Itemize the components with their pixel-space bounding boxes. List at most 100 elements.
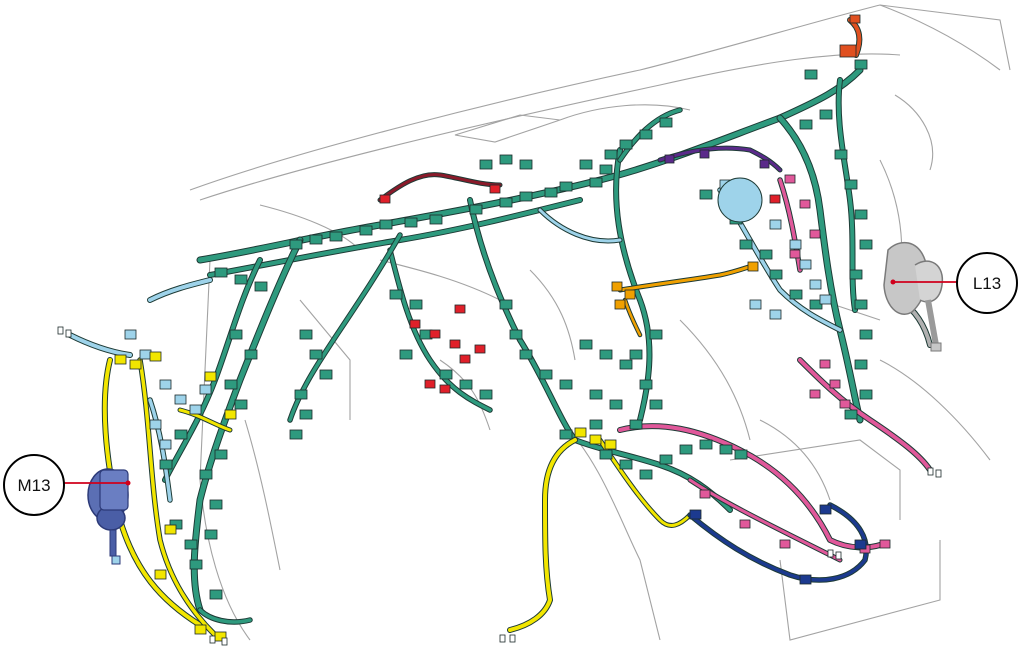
- connector-red: [459, 354, 471, 364]
- connector-yellow: [154, 569, 167, 580]
- orange-wire: [618, 263, 757, 292]
- connector-green: [799, 119, 813, 130]
- left-end-wire: [198, 608, 252, 624]
- connector-yellow: [129, 359, 142, 370]
- connector-green: [399, 349, 413, 360]
- connector-green: [469, 204, 483, 215]
- connector-yellow: [574, 427, 587, 438]
- connector-green: [379, 219, 393, 230]
- connector-navy: [689, 509, 702, 520]
- center-left-drop-wire-outline: [467, 197, 578, 443]
- wire-end-tab: [499, 634, 506, 643]
- connector-green: [519, 349, 533, 360]
- callout-group: M13 L13: [3, 252, 1018, 516]
- callout-label-m13: M13: [17, 476, 50, 495]
- connector-green: [804, 69, 818, 80]
- connector-green: [299, 409, 313, 420]
- connector-green: [404, 217, 418, 228]
- connector-green: [234, 399, 248, 410]
- connector-green: [309, 234, 323, 245]
- light-blue-wire: [148, 278, 212, 302]
- wire-end-tab: [221, 637, 228, 646]
- connector-light-blue: [174, 394, 187, 405]
- connector-pink: [879, 539, 891, 549]
- connector-red: [409, 319, 421, 329]
- callout-l13: L13: [890, 252, 1018, 314]
- connector-green: [649, 329, 663, 340]
- connector-green: [589, 389, 603, 400]
- yellow-wire-center-2: [598, 438, 692, 527]
- light-blue-wire-center: [538, 208, 622, 243]
- connector-green: [659, 117, 673, 128]
- wire-end-tab: [935, 469, 942, 478]
- connector-light-blue: [139, 349, 152, 360]
- connector-light-blue: [749, 299, 762, 310]
- connector-orange-red: [839, 44, 857, 58]
- upper-branch-wire: [618, 108, 682, 162]
- connector-group: [57, 14, 942, 646]
- left-harness-connector: [87, 468, 129, 565]
- connector-pink: [809, 389, 821, 399]
- connector-green: [639, 379, 653, 390]
- module-light-blue: [717, 177, 763, 223]
- connector-green: [849, 269, 863, 280]
- connector-yellow: [604, 439, 617, 450]
- connector-yellow: [114, 354, 127, 365]
- connector-light-blue: [189, 404, 202, 415]
- connector-green: [599, 349, 613, 360]
- connector-green: [719, 444, 733, 455]
- connector-red: [454, 304, 466, 314]
- connector-pink: [779, 539, 791, 549]
- connector-pink: [799, 199, 811, 209]
- connector-green: [844, 179, 858, 190]
- connector-green: [759, 249, 773, 260]
- connector-orange: [624, 289, 636, 300]
- connector-red: [429, 329, 441, 339]
- connector-light-blue: [809, 279, 822, 290]
- connector-green: [289, 429, 303, 440]
- yellow-wire-center-outline: [507, 437, 578, 633]
- pink-wire-console: [618, 424, 882, 550]
- connector-pink: [784, 174, 796, 184]
- connector-light-blue: [149, 419, 162, 430]
- connector-green: [559, 181, 573, 192]
- connector-green: [809, 299, 823, 310]
- connector-green: [854, 359, 868, 370]
- right-trunk-wire: [777, 115, 863, 423]
- connector-yellow: [149, 351, 162, 362]
- connector-purple: [664, 154, 675, 164]
- connector-green: [679, 444, 693, 455]
- navy-wire-console: [688, 503, 868, 582]
- connector-green: [599, 449, 613, 460]
- connector-light-blue: [124, 329, 137, 340]
- connector-yellow: [224, 409, 237, 420]
- connector-green: [214, 267, 228, 278]
- connector-green: [499, 154, 513, 165]
- connector-green: [854, 209, 868, 220]
- connector-red: [769, 194, 781, 204]
- center-left-drop-wire: [468, 198, 577, 442]
- left-drop-wire: [191, 237, 303, 613]
- connector-green: [254, 281, 268, 292]
- connector-green: [459, 379, 473, 390]
- connector-purple: [699, 149, 710, 159]
- connector-green: [599, 164, 613, 175]
- connector-green: [859, 329, 873, 340]
- connector-green: [604, 149, 618, 160]
- connector-green: [479, 389, 493, 400]
- wire-end-tab: [835, 551, 842, 560]
- connector-green: [499, 197, 513, 208]
- connector-green: [659, 454, 673, 465]
- connector-green: [619, 359, 633, 370]
- connector-green: [224, 379, 238, 390]
- connector-green: [589, 177, 603, 188]
- connector-orange-red: [849, 14, 861, 24]
- connector-pink: [699, 489, 711, 499]
- connector-green: [734, 449, 748, 460]
- orange-wire-2: [623, 298, 642, 337]
- connector-green: [819, 109, 833, 120]
- connector-green: [544, 187, 558, 198]
- connector-green: [844, 409, 858, 420]
- dark-red-wire: [378, 173, 502, 202]
